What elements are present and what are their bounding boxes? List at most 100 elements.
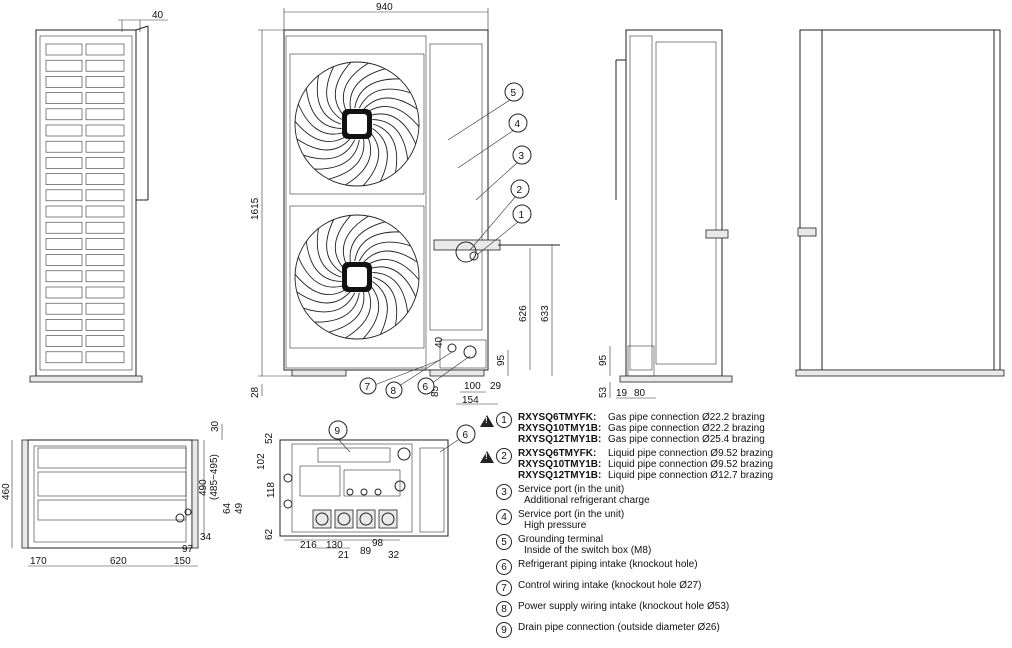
fan-spoke (342, 215, 369, 266)
legend-line: High pressure (518, 520, 808, 531)
dim-62: 62 (264, 528, 275, 540)
grille-slat (45, 351, 83, 364)
fan-spoke (296, 291, 351, 304)
svg-text:5: 5 (511, 88, 517, 99)
dim-34: 34 (200, 532, 212, 543)
warning-icon (478, 448, 496, 466)
fan-spoke (372, 276, 398, 326)
grille-slat (45, 43, 83, 56)
fan-spoke (294, 274, 347, 296)
fan-spoke (367, 105, 420, 127)
legend-line: Drain pipe connection (outside diameter … (518, 622, 808, 633)
dim-150: 150 (174, 556, 191, 567)
legend-spacer (478, 484, 496, 502)
grille-slat (85, 221, 125, 234)
fan-spoke (305, 88, 342, 129)
legend-text: Gas pipe connection Ø22.2 brazing (608, 412, 765, 423)
grille-slat (45, 238, 83, 250)
svg-text:9: 9 (335, 426, 341, 437)
dim-102: 102 (256, 453, 267, 470)
fan-spoke (363, 250, 418, 263)
grille-slat (45, 286, 83, 299)
grille-slat (45, 173, 83, 185)
fan-spoke (328, 291, 365, 333)
warning-icon (478, 412, 496, 430)
front-view: 940 1615 28 626 633 95 100 29 154 85 40 (250, 2, 560, 406)
legend-line: Refrigerant piping intake (knockout hole… (518, 559, 808, 570)
dim-49: 49 (234, 502, 245, 514)
grille-slat (45, 189, 83, 202)
dim-1615: 1615 (250, 197, 261, 220)
grille-slat (85, 270, 125, 283)
callout-7: 7 (359, 377, 377, 395)
legend-line: Additional refrigerant charge (518, 495, 808, 506)
fan-spoke (342, 62, 369, 113)
dim-28: 28 (250, 386, 261, 398)
side-view: 95 53 19 80 (598, 29, 733, 399)
dim-40b: 40 (434, 336, 445, 348)
dim-170: 170 (30, 556, 47, 567)
legend-text: High pressure (524, 520, 587, 531)
grille-slat (85, 140, 125, 153)
legend-text: Grounding terminal (518, 534, 604, 545)
knockout-hole-ring (337, 512, 351, 526)
grille-slat (85, 124, 125, 137)
callout-8: 8 (385, 381, 403, 399)
grille-slat (45, 76, 83, 88)
dim-21: 21 (338, 550, 350, 561)
grille-slat (85, 59, 125, 72)
svg-text:3: 3 (519, 151, 525, 162)
rear-view (795, 29, 1005, 377)
fan-spoke (372, 119, 409, 160)
grille-slat (85, 189, 125, 202)
fan-spoke (294, 121, 347, 143)
dim-633: 633 (540, 305, 551, 322)
grille-slat (85, 108, 125, 121)
grille-slat (85, 157, 125, 169)
legend-text: Service port (in the unit) (518, 509, 625, 520)
legend-line: Service port (in the unit) (518, 509, 808, 520)
callout-5: 5 (504, 82, 524, 102)
dim-100: 100 (464, 381, 481, 392)
legend-number: 5 (496, 534, 512, 550)
legend-line: Service port (in the unit) (518, 484, 808, 495)
grille-slat (85, 205, 125, 218)
legend-line: RXYSQ6TMYFK:Liquid pipe connection Ø9.52… (518, 448, 808, 459)
legend-number: 8 (496, 601, 512, 617)
legend-spacer (478, 534, 496, 552)
callout-2: 2 (510, 179, 530, 199)
dim-620: 620 (110, 556, 127, 567)
grille-slat (85, 335, 125, 347)
dim-490: 490 (198, 479, 209, 496)
svg-text:8: 8 (391, 386, 397, 397)
legend-text: Liquid pipe connection Ø12.7 brazing (608, 470, 774, 481)
fan-spoke (367, 258, 420, 280)
callout-1: 1 (512, 204, 532, 224)
grille-slat (45, 205, 83, 218)
fan-spoke (316, 228, 342, 278)
legend-number: 2 (496, 448, 512, 464)
grille-slat (45, 221, 83, 234)
grille-slat (85, 302, 125, 315)
svg-text:6: 6 (423, 382, 429, 393)
dim-95b: 95 (598, 354, 609, 366)
dim-85: 85 (430, 385, 441, 397)
grille-slat (45, 270, 83, 283)
legend-line: Control wiring intake (knockout hole Ø27… (518, 580, 808, 591)
legend-line: RXYSQ12TMY1B:Gas pipe connection Ø25.4 b… (518, 434, 808, 445)
fan-spoke (303, 139, 356, 160)
fan-spoke (326, 66, 342, 120)
svg-text:2: 2 (517, 185, 523, 196)
legend-line: RXYSQ10TMY1B:Gas pipe connection Ø22.2 b… (518, 423, 808, 434)
grille-slat (45, 319, 83, 331)
fan-spoke (372, 123, 398, 173)
legend-spacer (478, 580, 496, 598)
callouts: 5 4 3 2 1 7 8 6 9 6 (328, 82, 532, 453)
grille-slat (45, 59, 83, 72)
knockout-hole-ring (315, 512, 329, 526)
